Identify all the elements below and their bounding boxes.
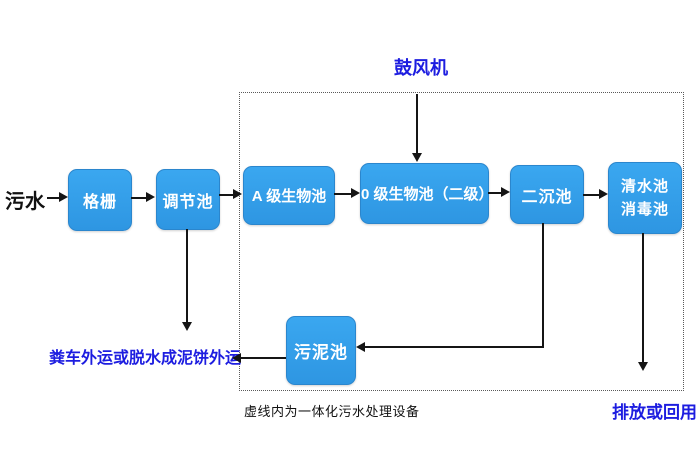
arrow-head-right-icon bbox=[501, 187, 510, 197]
node-o-level-bio-tank: 0 级生物池（二级） bbox=[360, 163, 494, 224]
arrow-line bbox=[416, 94, 418, 154]
node-clean-water-disinfection-tank: 清水池 消毒池 bbox=[608, 162, 682, 234]
arrow-line bbox=[542, 223, 544, 348]
node-sludge-tank-label: 污泥池 bbox=[294, 343, 348, 362]
node-secondary-sedimentation-tank-label: 二沉池 bbox=[521, 188, 573, 206]
node-regulating-tank-label: 调节池 bbox=[162, 193, 214, 211]
arrow-head-right-icon bbox=[351, 188, 360, 198]
node-grid-label: 格栅 bbox=[82, 194, 117, 211]
node-grid: 格栅 bbox=[68, 169, 132, 231]
arrow-line bbox=[583, 194, 600, 196]
node-a-level-bio-tank-label: A 级生物池 bbox=[251, 188, 327, 205]
arrow-head-left-icon bbox=[356, 342, 365, 352]
node-regulating-tank: 调节池 bbox=[156, 169, 220, 230]
node-secondary-sedimentation-tank: 二沉池 bbox=[510, 165, 584, 224]
node-a-level-bio-tank: A 级生物池 bbox=[243, 166, 335, 225]
arrow-head-down-icon bbox=[182, 322, 192, 331]
arrow-head-right-icon bbox=[233, 189, 242, 199]
arrow-line bbox=[47, 197, 60, 199]
node-clean-water-tank-label: 清水池 bbox=[620, 177, 669, 195]
discharge-reuse-label: 排放或回用 bbox=[612, 403, 697, 422]
arrow-head-right-icon bbox=[599, 189, 608, 199]
arrow-line bbox=[186, 229, 188, 323]
arrow-line bbox=[642, 233, 644, 363]
arrow-line bbox=[365, 346, 544, 348]
arrow-head-right-icon bbox=[59, 192, 68, 202]
node-o-level-bio-tank-label: 0 级生物池（二级） bbox=[361, 186, 494, 203]
sludge-outbound-label: 粪车外运或脱水成泥饼外运 bbox=[49, 350, 242, 367]
sewage-inflow-label: 污水 bbox=[5, 191, 45, 213]
node-disinfection-tank-label: 消毒池 bbox=[620, 201, 669, 218]
blower-label: 鼓风机 bbox=[394, 58, 448, 78]
boundary-caption: 虚线内为一体化污水处理设备 bbox=[244, 404, 420, 419]
arrow-head-left-icon bbox=[232, 353, 241, 363]
arrow-line bbox=[241, 357, 286, 359]
arrow-line bbox=[219, 194, 234, 196]
node-sludge-tank: 污泥池 bbox=[286, 316, 356, 385]
arrow-line bbox=[488, 192, 502, 194]
arrow-head-down-icon bbox=[638, 362, 648, 371]
equipment-boundary-dashed-rect bbox=[239, 92, 684, 391]
arrow-line bbox=[334, 193, 352, 195]
arrow-line bbox=[131, 197, 147, 199]
arrow-head-right-icon bbox=[146, 192, 155, 202]
arrow-head-down-icon bbox=[412, 153, 422, 162]
